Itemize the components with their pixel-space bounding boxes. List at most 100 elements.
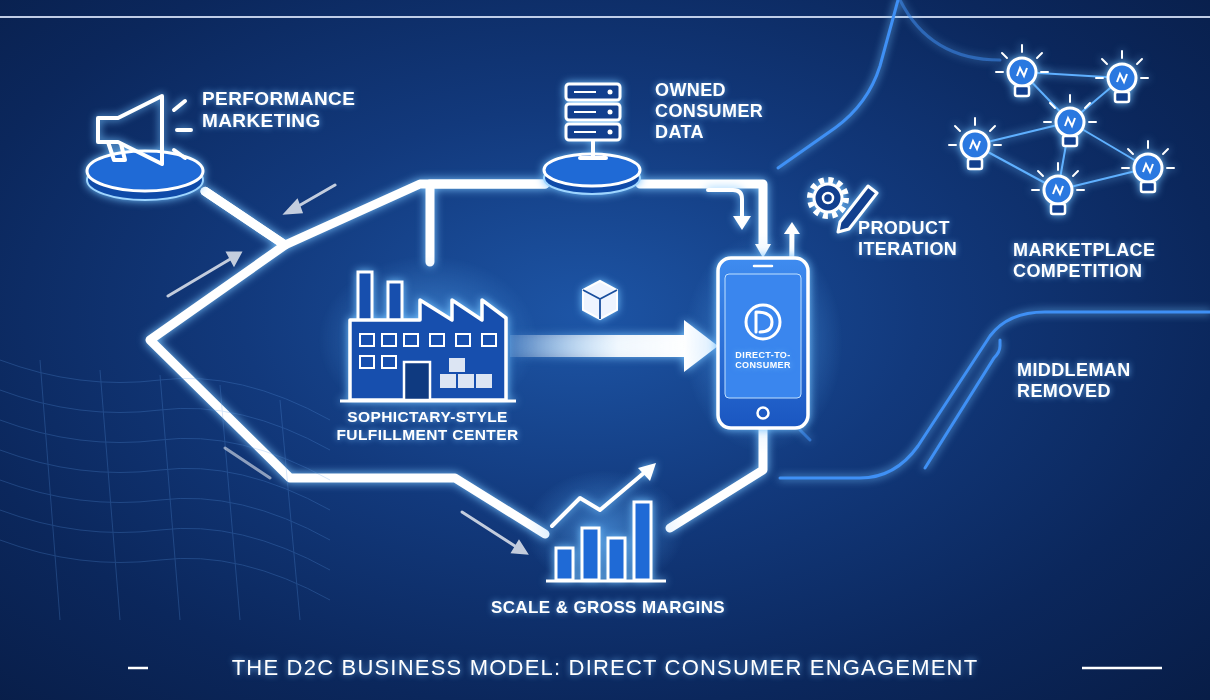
lightbulb: [1044, 95, 1096, 146]
factory-window: [430, 334, 444, 346]
factory-window: [456, 334, 470, 346]
trend-arrow-head: [638, 463, 656, 481]
parcel-icon: [583, 281, 617, 319]
node-label: DIRECT-TO-CONSUMER: [722, 350, 804, 371]
factory-door: [404, 362, 430, 400]
lightbulb: [1096, 51, 1148, 102]
chimney: [358, 272, 372, 322]
chart-bar: [582, 528, 599, 580]
trend-line: [552, 472, 645, 526]
gear-hub: [823, 193, 833, 203]
stock-box: [458, 374, 474, 388]
marketing-node: PERFORMANCE MARKETING: [85, 92, 205, 200]
server-led: [608, 90, 613, 95]
region-lines: [778, 0, 1210, 478]
connector: [150, 191, 545, 534]
region-line: [780, 312, 1210, 478]
ground-line: [340, 400, 516, 403]
factory-icon: [340, 272, 516, 401]
chart-base: [546, 580, 666, 583]
megaphone-handle: [108, 142, 125, 160]
bulbs: [949, 45, 1174, 214]
diagram-title: THE D2C BUSINESS MODEL: DIRECT CONSUMER …: [0, 655, 1210, 681]
connector-line: [205, 184, 545, 245]
parcel: [583, 281, 617, 319]
flow-arrow: [225, 448, 270, 478]
iteration-node: PRODUCT ITERATION: [785, 172, 860, 222]
phone-button: [758, 408, 769, 419]
flow-arrow: [168, 258, 232, 296]
gear-body: [814, 184, 842, 212]
lightbulb: [996, 45, 1048, 96]
megaphone-icon: [87, 96, 203, 200]
gear-teeth: [810, 180, 846, 216]
flow-arrow-head: [286, 201, 301, 213]
server-icon: [544, 84, 640, 194]
factory-window: [382, 356, 396, 368]
mesh-line: [0, 420, 330, 480]
competition-node: MARKETPLACE COMPETITION: [945, 42, 1180, 232]
data-node: OWNED CONSUMER DATA: [545, 78, 640, 190]
flow-arrow-head: [513, 542, 526, 553]
factory-halo: [318, 255, 538, 425]
connector-line: [150, 191, 545, 534]
hook-arrow-head: [733, 216, 751, 230]
stock-box: [449, 358, 465, 372]
phone-halo: [683, 233, 843, 453]
factory-window: [404, 334, 418, 346]
flow-arrow-head: [228, 253, 240, 264]
chart-bar: [634, 502, 651, 580]
server-stem: [580, 141, 606, 158]
phone-screen: [725, 274, 801, 398]
region-line: [778, 0, 898, 168]
chart-bar: [608, 538, 625, 580]
server-slots: [574, 92, 596, 132]
title-rule: [128, 667, 148, 670]
phone-node: DIRECT-TO-CONSUMER: [718, 258, 808, 428]
factory-window: [382, 334, 396, 346]
factory-building: [350, 300, 506, 400]
chart-halo: [525, 470, 685, 590]
region-line: [925, 340, 1000, 468]
title-rule: [1082, 667, 1162, 670]
sound-waves: [174, 101, 191, 158]
factory-window: [360, 334, 374, 346]
hook-arrow: [708, 190, 751, 230]
chart-bar: [556, 548, 573, 580]
server-led: [608, 110, 613, 115]
connector-line: [430, 184, 545, 262]
node-label: OWNED CONSUMER DATA: [655, 80, 800, 143]
factory-window: [360, 356, 374, 368]
chart-icon: [546, 463, 666, 581]
fulfillment-node: SOPHICTARY-STYLE FULFILLMENT CENTER: [345, 262, 510, 402]
brand-logo-mark: [756, 312, 772, 332]
phone-speaker: [754, 265, 772, 268]
flow-arrow: [462, 512, 518, 548]
hook-arrow-line: [708, 190, 742, 218]
node-label: SCALE & GROSS MARGINS: [443, 598, 773, 618]
server-led: [608, 130, 613, 135]
lightbulb: [1122, 141, 1174, 192]
brand-logo: [746, 305, 780, 339]
parcel-edges: [583, 290, 617, 319]
region-line: [900, 0, 1000, 60]
mesh-lines: [0, 360, 330, 620]
connector: [205, 184, 545, 245]
top-rule: [0, 16, 1210, 18]
phone-icon: [718, 258, 808, 428]
mesh-line: [0, 540, 330, 600]
lightbulb: [949, 118, 1001, 169]
region-label: MIDDLEMAN REMOVED: [1017, 360, 1177, 402]
mesh-line: [40, 360, 300, 620]
node-label: PRODUCT ITERATION: [858, 218, 983, 260]
lightbulb: [1032, 163, 1084, 214]
node-label: SOPHICTARY-STYLE FULFILLMENT CENTER: [320, 408, 535, 444]
connector-line: [640, 184, 763, 244]
stock-box: [440, 374, 456, 388]
node-label: MARKETPLACE COMPETITION: [1013, 240, 1198, 282]
factory-window: [482, 334, 496, 346]
connector: [430, 184, 545, 262]
flow-arrow: [295, 185, 335, 208]
